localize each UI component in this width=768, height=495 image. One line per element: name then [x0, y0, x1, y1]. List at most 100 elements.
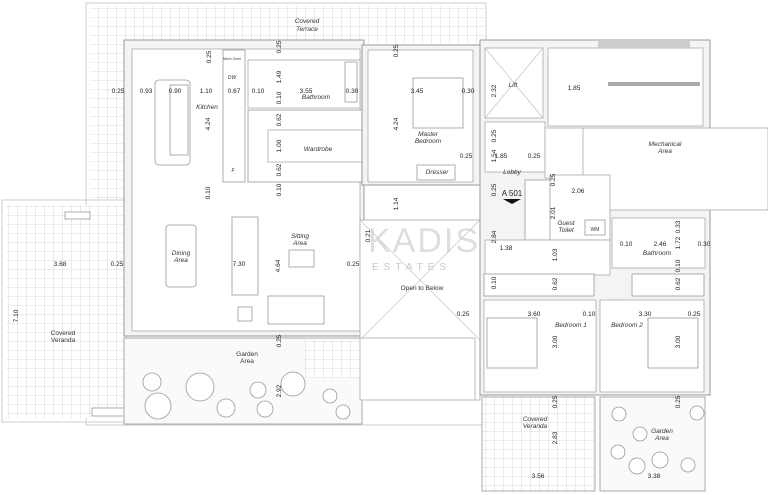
svg-text:A 501: A 501: [502, 189, 523, 198]
svg-text:Area: Area: [654, 435, 669, 442]
label-kitchen: Kitchen: [196, 104, 218, 111]
covered-terrace: [90, 6, 485, 201]
dimension-vertical-22: 0.10: [675, 259, 682, 272]
label-garden-area-right: Garden: [651, 428, 673, 435]
dimension-horizontal-10: 1.85: [568, 85, 581, 92]
dimension-horizontal-6: 3.55: [300, 88, 313, 95]
dimension-horizontal-24: 3.60: [528, 311, 541, 318]
watermark-sub: ESTATES: [372, 262, 451, 273]
svg-text:Area: Area: [173, 257, 188, 264]
dimension-vertical-20: 0.33: [675, 220, 682, 233]
dimension-vertical-32: 7.10: [13, 309, 20, 322]
dimension-horizontal-5: 0.10: [252, 88, 265, 95]
svg-text:WM: WM: [591, 227, 600, 233]
dimension-horizontal-4: 0.67: [228, 88, 241, 95]
sofa: [267, 295, 325, 325]
watermark-brand: KADIS: [368, 222, 480, 260]
covered-veranda-right: [481, 396, 596, 492]
dimension-vertical-9: 0.10: [205, 186, 212, 199]
dimension-vertical-17: 2.84: [491, 230, 498, 243]
closet-2: [631, 273, 705, 297]
master-bathroom: [247, 59, 361, 109]
dimension-vertical-7: 0.10: [276, 183, 283, 196]
dimension-vertical-4: 0.62: [276, 113, 283, 126]
dimension-vertical-1: 0.25: [276, 40, 283, 53]
dimension-horizontal-3: 1.10: [200, 88, 213, 95]
dimension-horizontal-17: 2.46: [654, 241, 667, 248]
dimension-horizontal-29: 3.38: [648, 473, 661, 480]
dimension-vertical-27: 3.00: [552, 335, 559, 348]
dimension-vertical-19: 0.25: [550, 173, 557, 186]
dimension-vertical-36: 0.21: [365, 229, 372, 242]
dimension-vertical-10: 4.24: [393, 117, 400, 130]
dimension-labels: 0.25 0.93 0.90 1.10 0.67 0.10 3.55 0.30 3.45 0.30…: [13, 40, 711, 480]
dimension-vertical-28: 3.00: [675, 335, 682, 348]
dimension-horizontal-9: 0.30: [462, 88, 475, 95]
dimension-vertical-21: 1.72: [675, 236, 682, 249]
dimension-vertical-12: 2.32: [491, 84, 498, 97]
svg-text:Bedroom: Bedroom: [415, 138, 442, 145]
label-lift: Lift: [509, 82, 519, 89]
dimension-vertical-34: 0.25: [276, 334, 283, 347]
dimension-vertical-24: 0.62: [552, 277, 559, 290]
dimension-vertical-35: 2.92: [276, 384, 283, 397]
label-garden-area-left: Garden: [236, 351, 258, 358]
svg-text:Area: Area: [657, 148, 672, 155]
dimension-vertical-29: 0.25: [552, 395, 559, 408]
dimension-horizontal-22: 0.25: [347, 261, 360, 268]
dimension-horizontal-2: 0.90: [169, 88, 182, 95]
mechanical-area: [582, 127, 768, 211]
dimension-vertical-6: 0.62: [276, 163, 283, 176]
label-master-bedroom: Master: [418, 131, 439, 138]
dimension-vertical-5: 1.00: [276, 139, 283, 152]
label-covered-veranda-left: Covered: [51, 330, 76, 337]
dimension-horizontal-18: 0.30: [698, 241, 711, 248]
label-wardrobe: Wardrobe: [304, 146, 333, 153]
dimension-vertical-0: 0.25: [206, 50, 213, 63]
dimension-horizontal-7: 0.30: [346, 88, 359, 95]
garden-plants: [610, 405, 705, 475]
dimension-horizontal-11: 0.25: [460, 153, 473, 160]
dimension-vertical-16: 1.14: [393, 197, 400, 210]
dimension-vertical-23: 1.03: [552, 248, 559, 261]
dimension-horizontal-20: 0.25: [111, 261, 124, 268]
label-lobby: Lobby: [503, 169, 521, 176]
svg-text:Area: Area: [240, 358, 254, 365]
dimension-horizontal-15: 1.38: [500, 245, 513, 252]
label-covered-veranda-right: Covered: [523, 416, 548, 423]
dimension-horizontal-26: 3.30: [639, 311, 652, 318]
bed: [647, 317, 699, 369]
lobby: [484, 121, 546, 173]
dimension-vertical-13: 0.25: [491, 129, 498, 142]
dimension-horizontal-19: 3.68: [54, 261, 67, 268]
dimension-vertical-3: 0.10: [276, 91, 283, 104]
dimension-vertical-11: 0.25: [393, 44, 400, 57]
svg-text:Toilet: Toilet: [558, 227, 574, 234]
dimension-vertical-25: 0.10: [491, 276, 498, 289]
stairs: [547, 47, 704, 127]
garden-plants: [142, 371, 351, 420]
room-labels: Covered Terrace Kitchen Micro Oven DW F …: [51, 18, 682, 442]
svg-text:F: F: [231, 168, 235, 174]
bed: [412, 77, 464, 129]
stairs-lower: [359, 337, 476, 401]
dimension-vertical-14: 1.54: [491, 149, 498, 162]
covered-veranda-left: [6, 205, 124, 418]
corridor: [484, 239, 611, 276]
dimension-horizontal-14: 2.06: [572, 188, 585, 195]
dimension-vertical-2: 1.49: [276, 70, 283, 83]
dimension-vertical-30: 0.25: [675, 395, 682, 408]
dimension-vertical-18: 2.01: [550, 206, 557, 219]
dimension-vertical-31: 2.83: [552, 431, 559, 444]
dimension-vertical-15: 0.25: [491, 183, 498, 196]
label-dresser: Dresser: [426, 169, 450, 176]
dimension-vertical-8: 4.24: [205, 117, 212, 130]
bed: [486, 317, 538, 369]
dimension-horizontal-1: 0.93: [140, 88, 153, 95]
dimension-horizontal-8: 3.45: [411, 88, 424, 95]
label-bedroom-2: Bedroom 2: [611, 322, 643, 329]
dining-table: [165, 224, 197, 288]
dimension-horizontal-27: 0.25: [688, 311, 701, 318]
dimension-horizontal-21: 7.30: [233, 261, 246, 268]
